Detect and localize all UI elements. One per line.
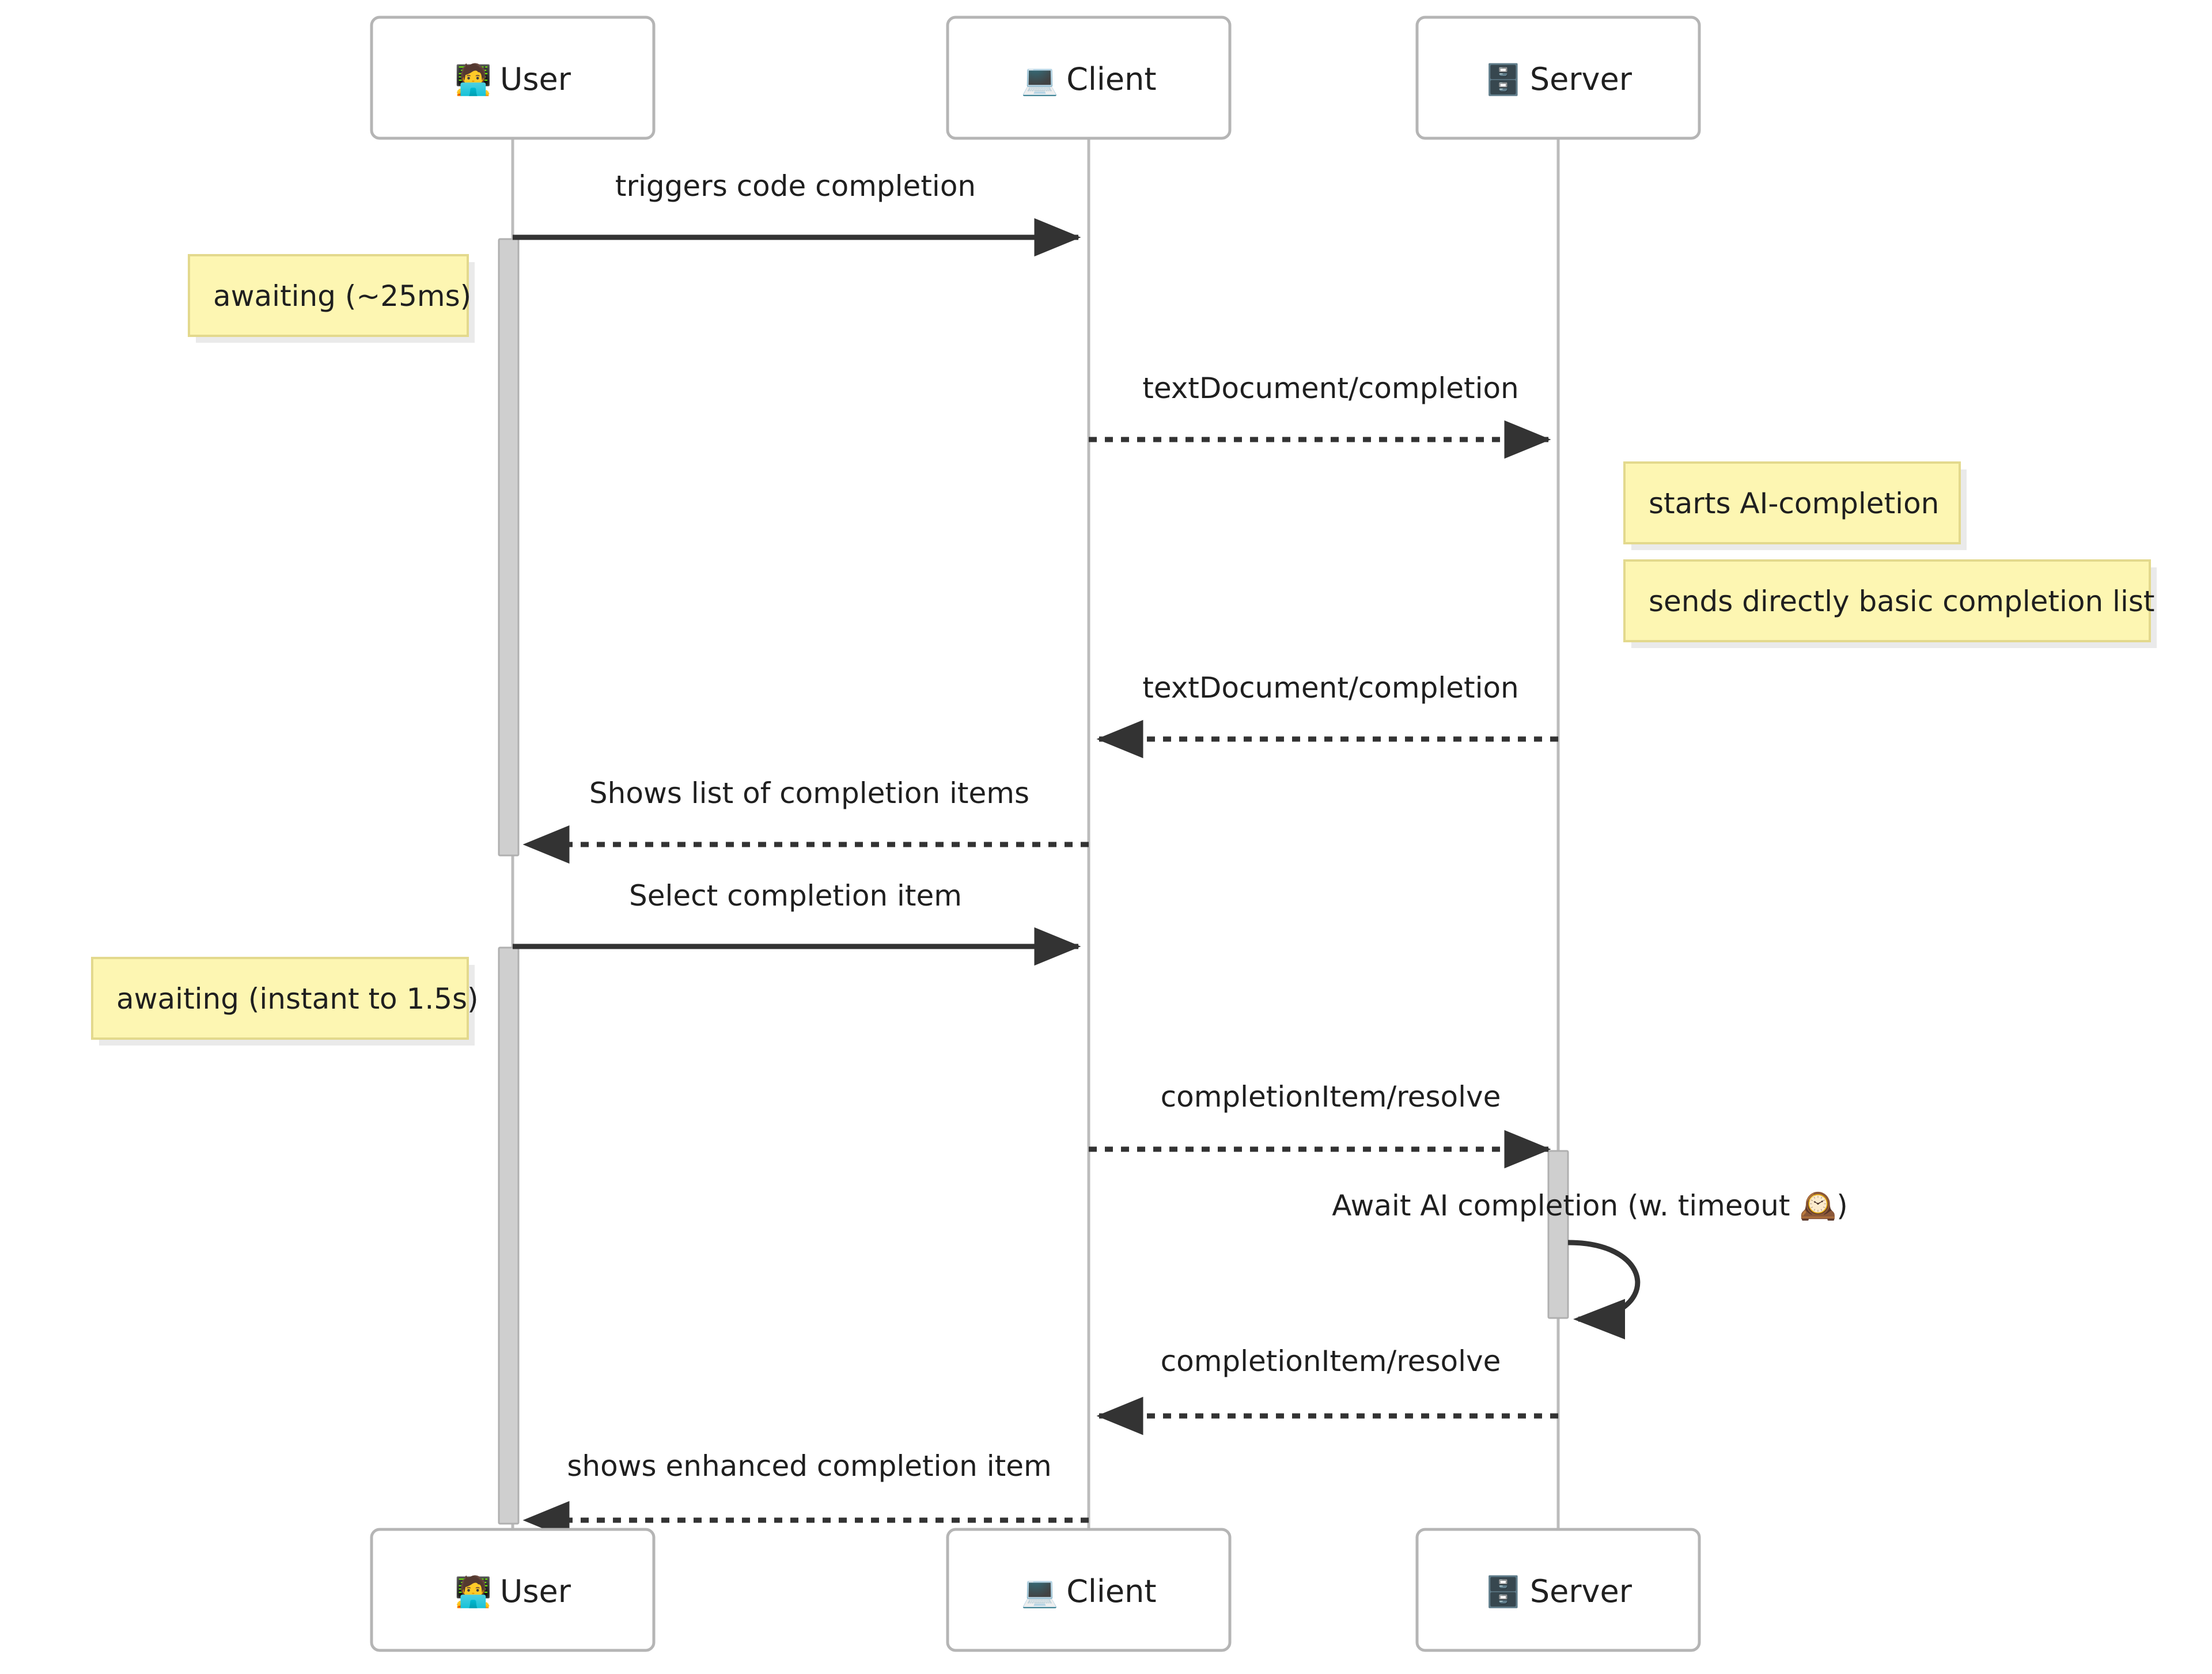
laptop-icon: 💻 xyxy=(1021,63,1058,97)
participants-bottom-group: 🧑‍💻User 💻Client 🗄️Server xyxy=(370,1528,1701,1652)
participant-label-group: 🧑‍💻User xyxy=(454,1573,571,1609)
file-cabinet-icon: 🗄️ xyxy=(1484,1574,1522,1609)
note-awaiting-instant-to-1-5s: awaiting (instant to 1.5s) xyxy=(91,957,479,1046)
participants-top-group: 🧑‍💻User 💻Client 🗄️Server xyxy=(370,16,1701,140)
activation-user-2 xyxy=(498,946,520,1525)
message-label: Shows list of completion items xyxy=(589,777,1029,810)
participant-client-top[interactable]: 💻Client xyxy=(946,16,1232,140)
note-awaiting-25ms: awaiting (~25ms) xyxy=(188,254,475,343)
self-loop-path xyxy=(1567,1240,1641,1340)
participant-name: Server xyxy=(1530,1573,1633,1609)
message-label: triggers code completion xyxy=(615,169,976,203)
participant-label-group: 🗄️Server xyxy=(1484,1573,1633,1609)
note-text: awaiting (~25ms) xyxy=(213,279,471,313)
message-label: shows enhanced completion item xyxy=(567,1449,1051,1483)
participant-name: Client xyxy=(1066,1573,1156,1609)
self-loop-await-ai-completion: Await AI completion (w. timeout 🕰️) xyxy=(1332,1188,1848,1340)
messages-group: triggers code completion textDocument/co… xyxy=(513,169,1558,1540)
message-label: completionItem/resolve xyxy=(1161,1344,1501,1378)
participant-label-group: 💻Client xyxy=(1021,1573,1156,1609)
note-starts-ai-completion: starts AI-completion xyxy=(1623,461,1967,550)
message-textdocument-completion-request: textDocument/completion xyxy=(1089,372,1551,459)
participant-user-bottom[interactable]: 🧑‍💻User xyxy=(370,1528,656,1652)
participant-box[interactable] xyxy=(946,1528,1232,1652)
message-label: textDocument/completion xyxy=(1142,671,1519,705)
participant-name: User xyxy=(500,61,571,97)
message-select-completion-item: Select completion item xyxy=(513,879,1081,966)
message-label: Select completion item xyxy=(629,879,962,912)
note-box xyxy=(188,254,469,337)
technologist-icon: 🧑‍💻 xyxy=(454,62,492,97)
note-box xyxy=(1623,461,1961,544)
participant-label-group: 🧑‍💻User xyxy=(454,61,571,97)
participant-box[interactable] xyxy=(946,16,1232,140)
note-sends-directly-basic-completion-list: sends directly basic completion list xyxy=(1623,559,2157,648)
message-shows-enhanced-completion-item: shows enhanced completion item xyxy=(522,1449,1089,1540)
activation-user-1 xyxy=(498,238,520,857)
notes-group: awaiting (~25ms) starts AI-completion se… xyxy=(91,254,2157,1046)
technologist-icon: 🧑‍💻 xyxy=(454,1574,492,1609)
lifelines-group xyxy=(511,138,1560,1530)
participant-box[interactable] xyxy=(1415,1528,1701,1652)
activations-group xyxy=(498,238,1569,1525)
message-label: completionItem/resolve xyxy=(1161,1080,1501,1114)
note-box xyxy=(1623,559,2151,642)
participant-label-group: 🗄️Server xyxy=(1484,61,1633,97)
participant-name: Server xyxy=(1530,61,1633,97)
participant-box[interactable] xyxy=(370,16,656,140)
participant-client-bottom[interactable]: 💻Client xyxy=(946,1528,1232,1652)
participant-name: User xyxy=(500,1573,571,1609)
participant-name: Client xyxy=(1066,61,1156,97)
participant-label-group: 💻Client xyxy=(1021,61,1156,97)
message-textdocument-completion-response: textDocument/completion xyxy=(1096,671,1558,759)
self-loop-label-tail: ) xyxy=(1836,1189,1848,1222)
participant-server-bottom[interactable]: 🗄️Server xyxy=(1415,1528,1701,1652)
laptop-icon: 💻 xyxy=(1021,1575,1058,1609)
message-triggers-code-completion: triggers code completion xyxy=(513,169,1081,257)
message-shows-list-of-completion-items: Shows list of completion items xyxy=(522,777,1089,864)
note-text: starts AI-completion xyxy=(1649,487,1939,520)
self-loop-label: Await AI completion (w. timeout 🕰️) xyxy=(1332,1188,1847,1223)
self-loop-label-text: Await AI completion (w. timeout xyxy=(1332,1189,1799,1222)
note-text: sends directly basic completion list xyxy=(1649,585,2155,618)
participant-server-top[interactable]: 🗄️Server xyxy=(1415,16,1701,140)
message-completionitem-resolve-request: completionItem/resolve xyxy=(1089,1080,1551,1169)
note-box xyxy=(91,957,469,1040)
participant-box[interactable] xyxy=(370,1528,656,1652)
participant-box[interactable] xyxy=(1415,16,1701,140)
message-completionitem-resolve-response: completionItem/resolve xyxy=(1096,1344,1558,1436)
participant-user-top[interactable]: 🧑‍💻User xyxy=(370,16,656,140)
mantelpiece-clock-icon: 🕰️ xyxy=(1799,1188,1836,1223)
file-cabinet-icon: 🗄️ xyxy=(1484,62,1522,97)
activation-server-1 xyxy=(1547,1150,1569,1319)
note-text: awaiting (instant to 1.5s) xyxy=(116,982,479,1016)
message-label: textDocument/completion xyxy=(1142,372,1519,405)
